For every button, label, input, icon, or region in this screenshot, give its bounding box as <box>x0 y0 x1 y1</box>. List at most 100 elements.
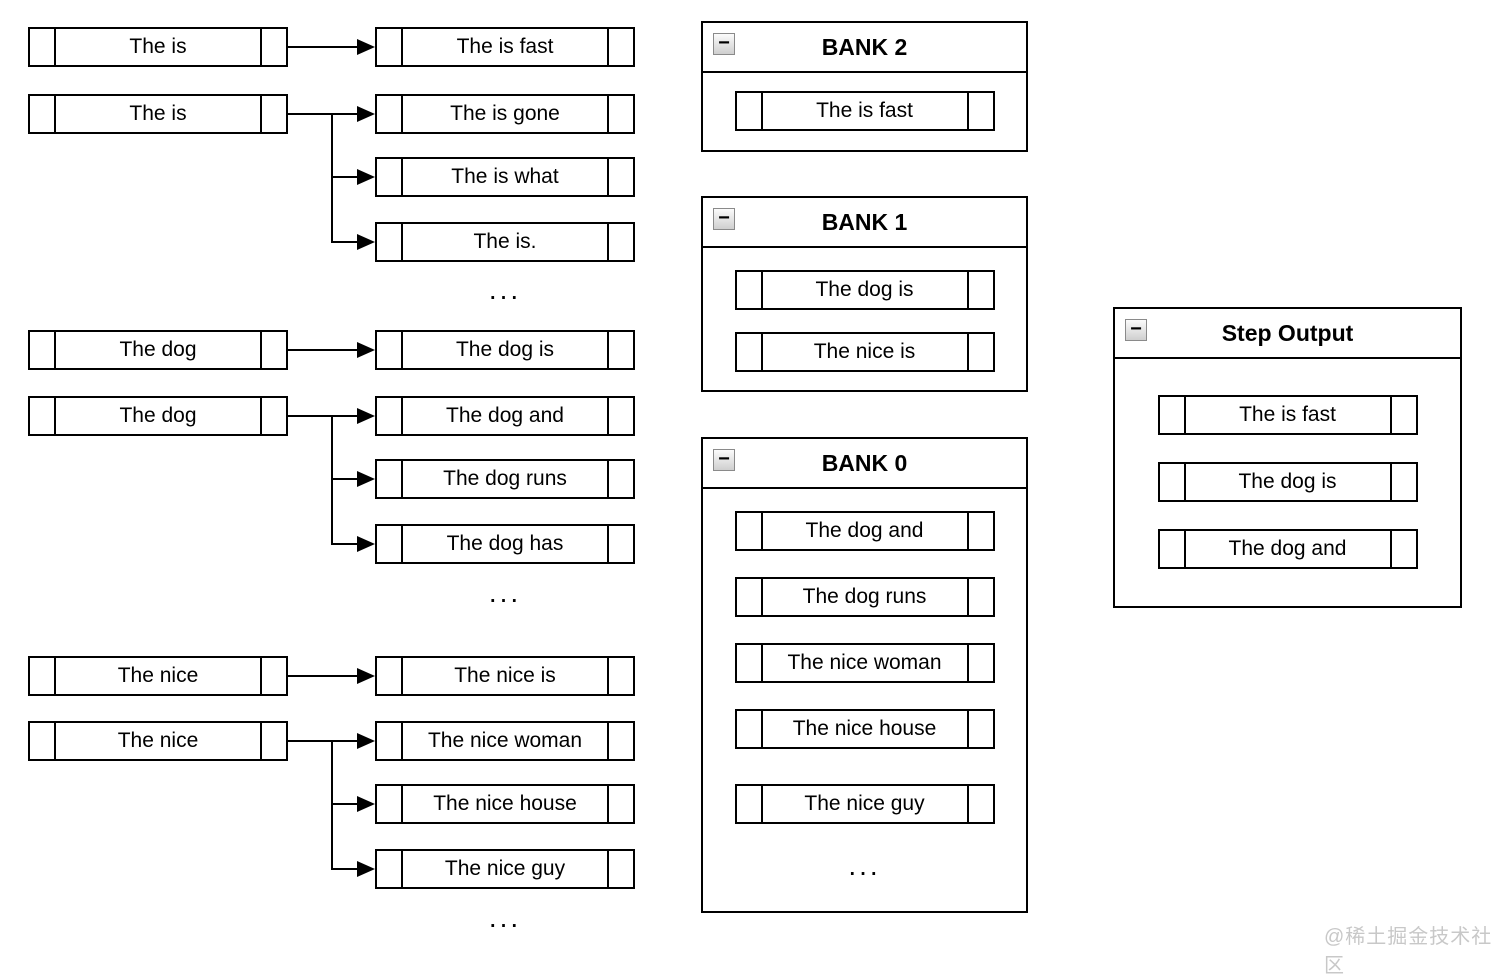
step-output-item: The dog is <box>1157 462 1418 502</box>
node-left-port <box>377 461 403 497</box>
bank-item: The nice guy <box>734 784 995 824</box>
minus-icon: − <box>718 447 730 470</box>
node-label: The nice guy <box>804 792 925 815</box>
node-right-port <box>966 645 993 681</box>
tree-node: The nice <box>28 656 288 696</box>
collapse-button[interactable]: − <box>713 449 735 471</box>
node-right-port <box>607 29 633 65</box>
node-right-port <box>966 513 993 549</box>
node-right-port <box>260 29 286 65</box>
node-right-port <box>966 93 993 129</box>
node-right-port <box>607 398 633 434</box>
node-label: The is gone <box>450 102 560 125</box>
node-right-port <box>966 786 993 822</box>
node-left-port <box>737 645 763 681</box>
tree-node: The nice guy <box>375 849 635 889</box>
node-right-port <box>607 332 633 368</box>
node-left-port <box>737 93 763 129</box>
node-label: The nice woman <box>787 651 942 674</box>
panel-step-output: − Step Output The is fast The dog is The… <box>1113 307 1462 608</box>
node-label: The is fast <box>1239 403 1336 426</box>
node-left-port <box>377 29 403 65</box>
node-right-port <box>607 723 633 759</box>
panel-bank0-titlebar: − BANK 0 <box>703 439 1026 489</box>
node-label: The nice house <box>792 717 937 740</box>
bank-item: The dog runs <box>734 577 995 617</box>
node-right-port <box>607 224 633 260</box>
node-right-port <box>607 96 633 132</box>
node-label: The dog and <box>446 404 564 427</box>
step-output-item: The dog and <box>1157 529 1418 569</box>
node-right-port <box>966 579 993 615</box>
tree-node: The is what <box>375 157 635 197</box>
node-right-port <box>1389 397 1416 433</box>
panel-title: BANK 2 <box>821 33 908 60</box>
node-right-port <box>260 398 286 434</box>
arrow-head-icon <box>357 342 375 358</box>
node-right-port <box>607 658 633 694</box>
panel-bank2-body: The is fast <box>703 73 1026 131</box>
node-left-port <box>377 526 403 562</box>
arrow-line <box>286 740 357 742</box>
bank-item: The nice woman <box>734 643 995 683</box>
minus-icon: − <box>1130 317 1142 340</box>
panel-step-output-body: The is fast The dog is The dog and <box>1115 359 1460 569</box>
node-label: The nice <box>117 664 199 687</box>
collapse-button[interactable]: − <box>713 208 735 230</box>
node-label: The dog runs <box>802 585 927 608</box>
bank-item: The nice is <box>734 332 995 372</box>
arrow-line <box>286 113 357 115</box>
arrow-branch-line <box>331 740 333 870</box>
tree-node: The dog runs <box>375 459 635 499</box>
panel-step-output-titlebar: − Step Output <box>1115 309 1460 359</box>
panel-bank0: − BANK 0 The dog and The dog runs The ni… <box>701 437 1028 913</box>
node-left-port <box>737 334 763 370</box>
bank-item: The nice house <box>734 709 995 749</box>
node-label: The dog <box>119 404 197 427</box>
node-label: The dog is <box>815 278 914 301</box>
node-right-port <box>966 711 993 747</box>
arrow-head-icon <box>357 733 375 749</box>
node-label: The dog has <box>446 532 564 555</box>
collapse-button[interactable]: − <box>1125 319 1147 341</box>
arrow-line <box>286 349 357 351</box>
node-label: The nice is <box>813 340 916 363</box>
tree-node: The dog has <box>375 524 635 564</box>
panel-title: Step Output <box>1221 319 1354 346</box>
ellipsis: ... <box>488 274 522 305</box>
node-left-port <box>30 723 56 759</box>
node-label: The dog <box>119 338 197 361</box>
ellipsis: ... <box>488 902 522 933</box>
arrow-head-icon <box>357 536 375 552</box>
node-left-port <box>377 332 403 368</box>
arrow-head-icon <box>357 169 375 185</box>
tree-node: The is <box>28 94 288 134</box>
collapse-button[interactable]: − <box>713 33 735 55</box>
node-label: The dog and <box>805 519 924 542</box>
node-right-port <box>607 526 633 562</box>
panel-title: BANK 0 <box>821 449 908 476</box>
node-right-port <box>260 723 286 759</box>
bank-item: The dog and <box>734 511 995 551</box>
node-left-port <box>737 786 763 822</box>
node-right-port <box>607 851 633 887</box>
tree-node: The nice is <box>375 656 635 696</box>
ellipsis: ... <box>488 577 522 608</box>
node-right-port <box>1389 531 1416 567</box>
tree-node: The is fast <box>375 27 635 67</box>
arrow-head-icon <box>357 471 375 487</box>
bank-item: The dog is <box>734 270 995 310</box>
arrow-head-icon <box>357 234 375 250</box>
node-label: The is. <box>473 230 537 253</box>
panel-bank1-titlebar: − BANK 1 <box>703 198 1026 248</box>
tree-node: The dog and <box>375 396 635 436</box>
node-label: The is what <box>451 165 559 188</box>
node-left-port <box>377 96 403 132</box>
tree-node: The is <box>28 27 288 67</box>
arrow-line <box>331 868 357 870</box>
arrow-line <box>286 415 357 417</box>
node-label: The is <box>129 102 187 125</box>
node-label: The dog runs <box>443 467 567 490</box>
node-left-port <box>737 711 763 747</box>
node-right-port <box>1389 464 1416 500</box>
